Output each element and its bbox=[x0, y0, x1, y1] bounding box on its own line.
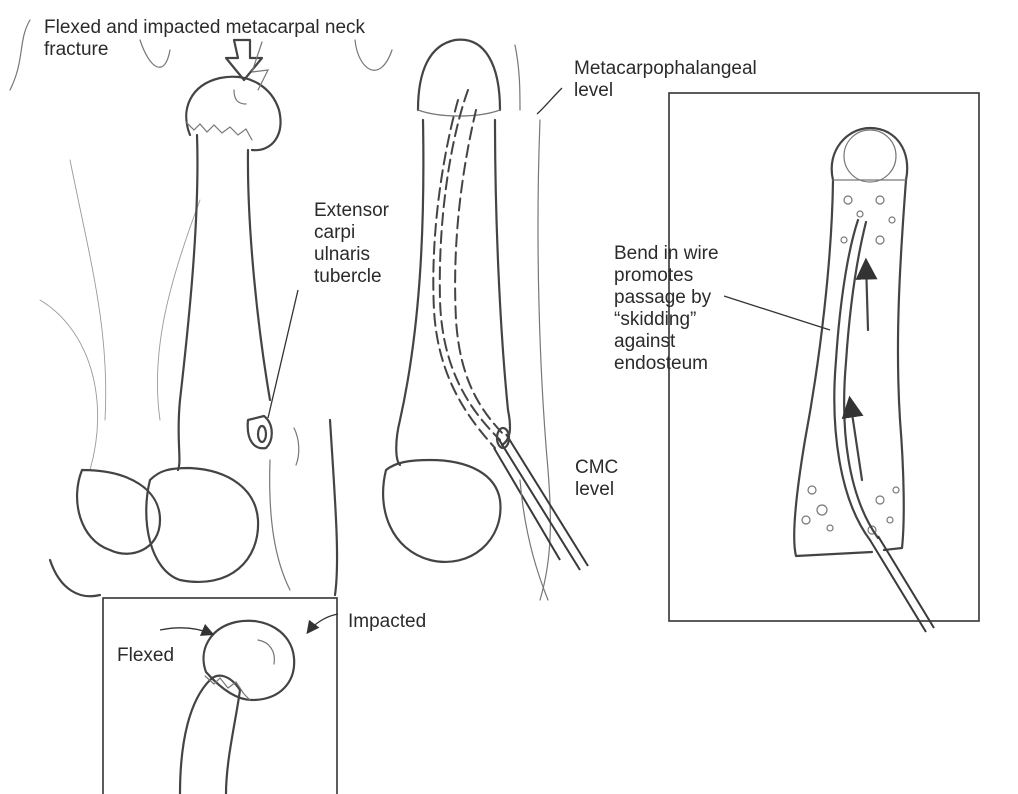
label-metacarpophalangeal-level: Metacarpophalangeal level bbox=[574, 58, 757, 101]
leader-lines bbox=[267, 87, 831, 419]
middle-bone-drawing bbox=[382, 38, 589, 601]
left-bone-drawing bbox=[9, 19, 393, 598]
label-extensor-carpi-ulnaris: Extensor carpi ulnaris tubercle bbox=[314, 200, 389, 287]
bottom-inset-panel bbox=[102, 597, 339, 794]
label-cmc-level: CMC level bbox=[575, 457, 619, 500]
label-flexed: Flexed bbox=[117, 645, 175, 666]
label-impacted: Impacted bbox=[348, 611, 427, 632]
right-inset-panel bbox=[668, 92, 980, 633]
label-fracture: Flexed and impacted metacarpal neck frac… bbox=[44, 17, 366, 60]
label-bend-in-wire: Bend in wire promotes passage by “skiddi… bbox=[614, 243, 719, 374]
